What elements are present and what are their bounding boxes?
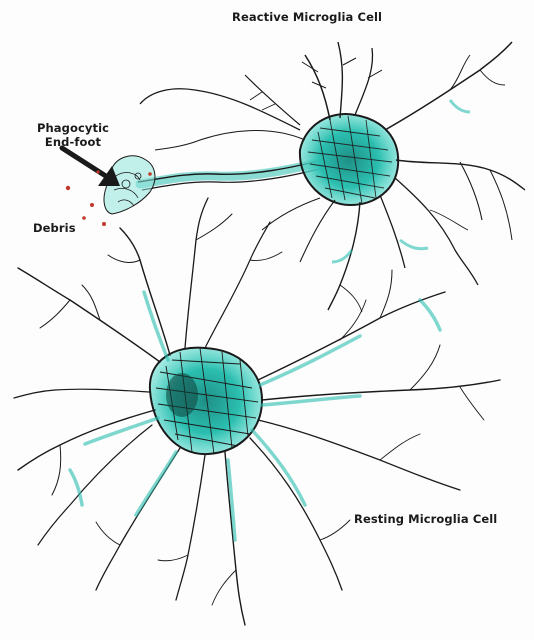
label-phagocytic-line1: Phagocytic [36,121,110,135]
reactive-soma [300,114,398,205]
label-resting-microglia: Resting Microglia Cell [354,512,497,526]
arrow-icon [62,148,120,186]
label-phagocytic-line2: End-foot [36,135,110,149]
label-reactive-microglia: Reactive Microglia Cell [232,10,382,24]
label-debris: Debris [33,221,76,235]
label-phagocytic-end-foot: Phagocytic End-foot [36,121,110,149]
reactive-microglia-cell [138,42,525,312]
resting-microglia-cell [14,198,500,625]
